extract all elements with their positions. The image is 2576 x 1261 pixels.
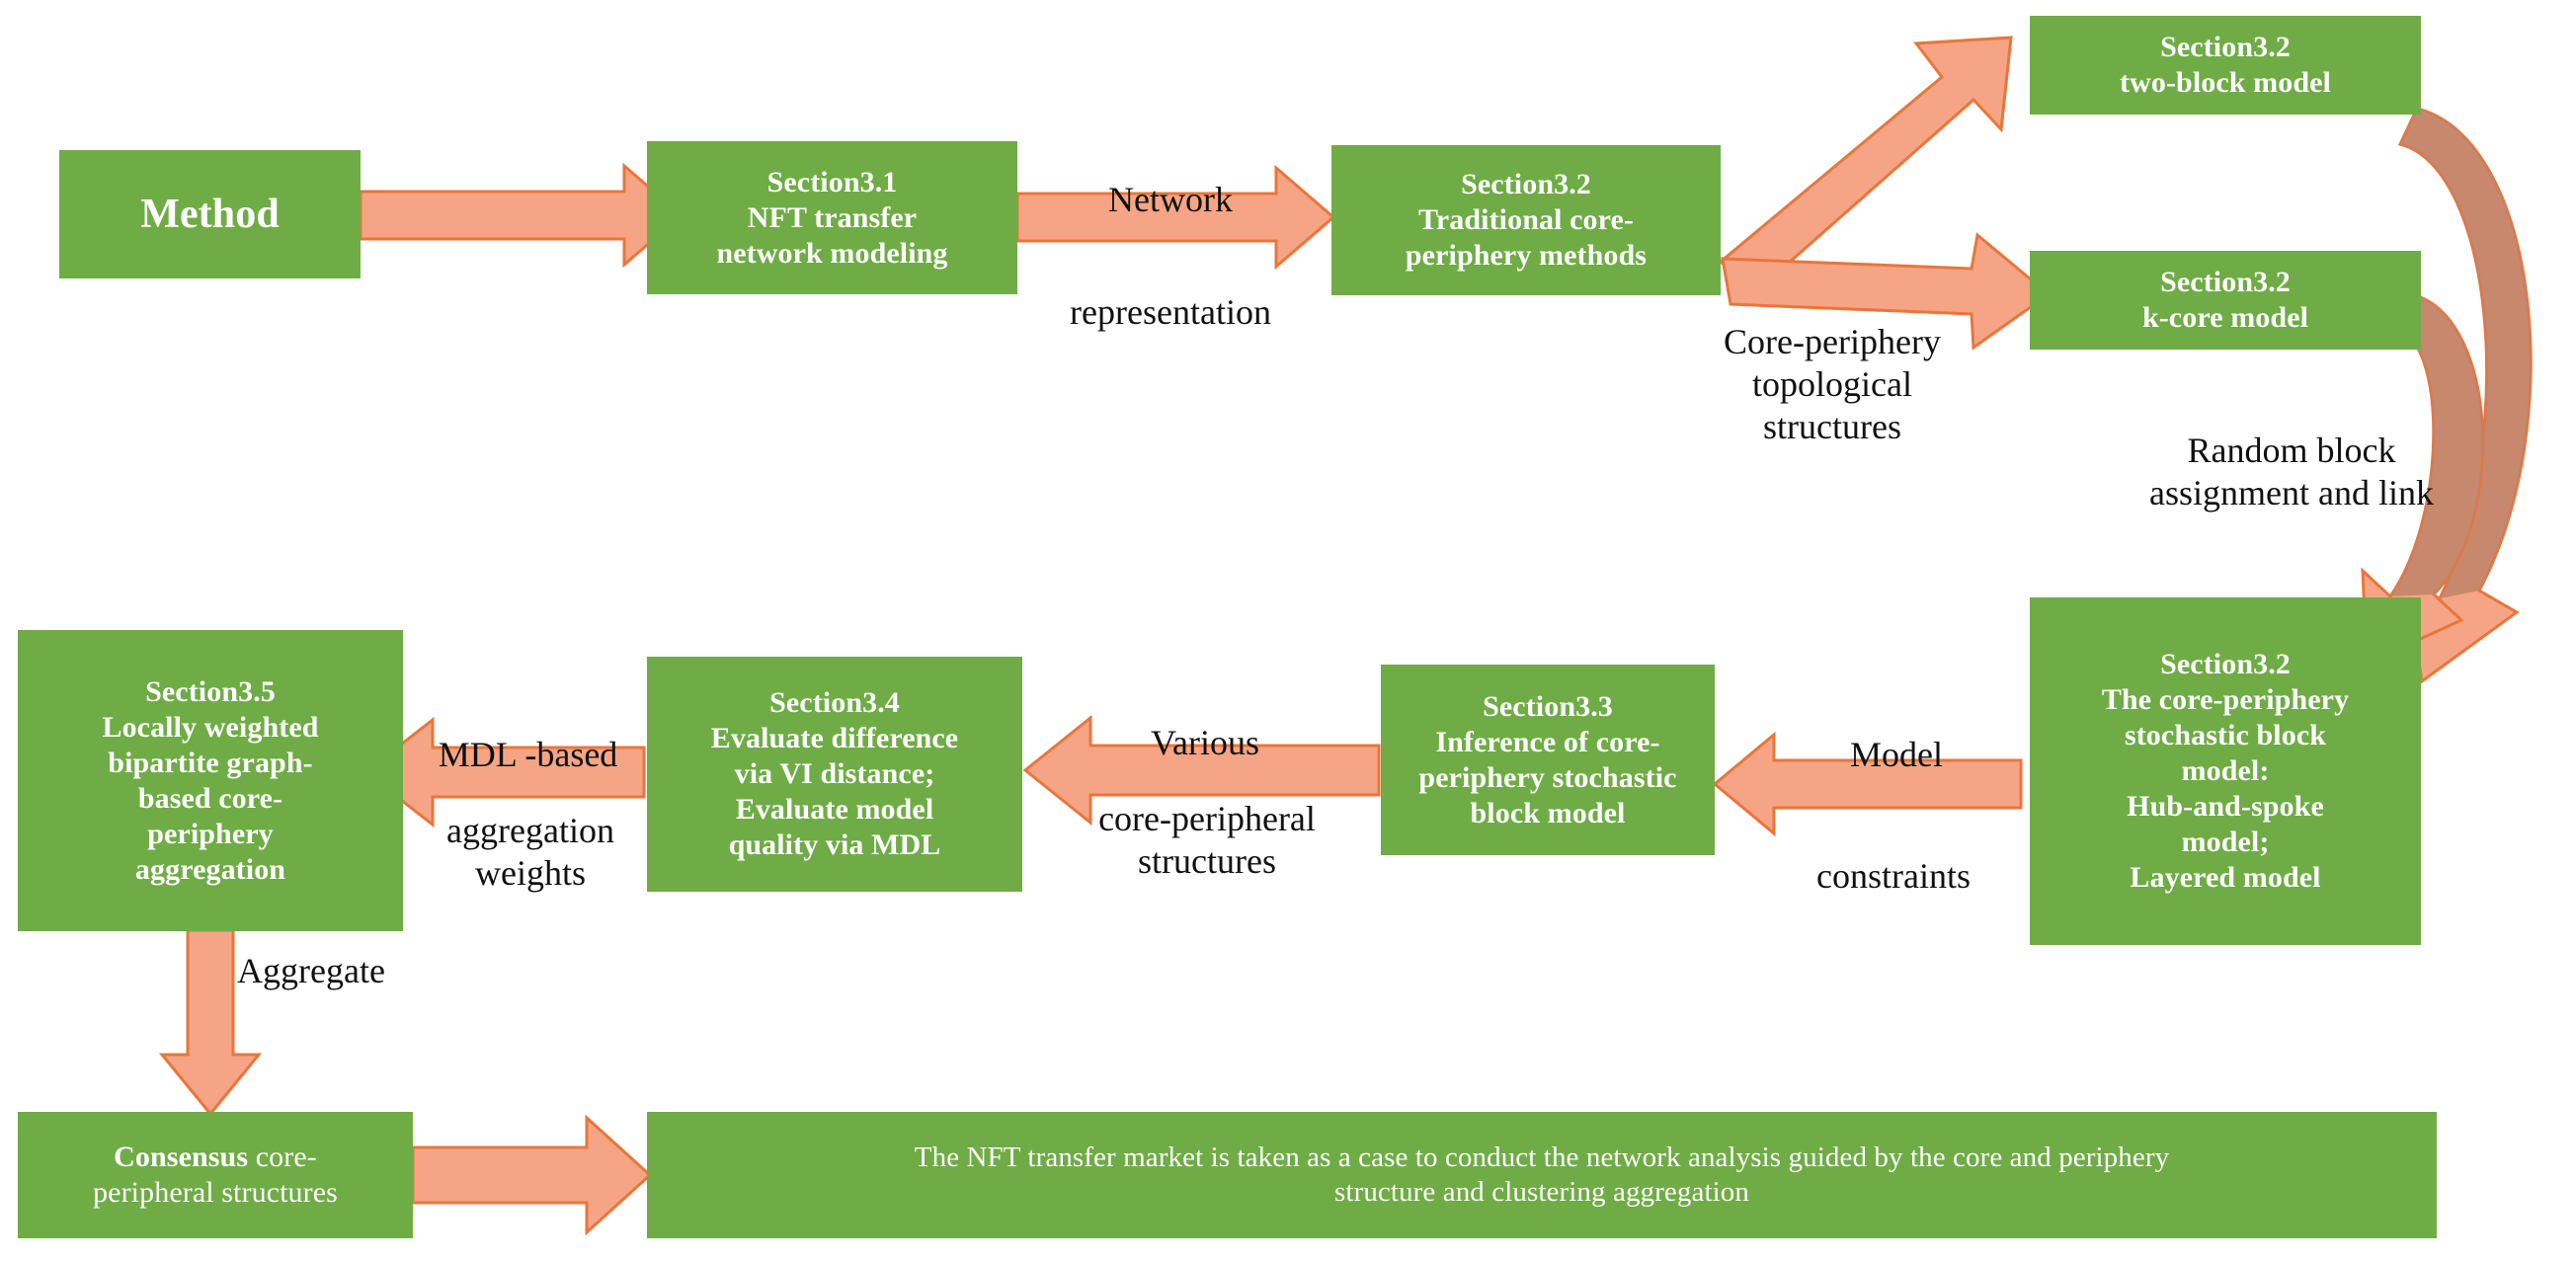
section-3-4-line-1: Section3.4 xyxy=(769,686,900,719)
consensus-line-1-rest: core- xyxy=(248,1141,317,1173)
section-3-5-line-4: based core- xyxy=(137,781,283,815)
arrow-method-to-section31 xyxy=(359,162,684,269)
sbm-line-6: model; xyxy=(2181,826,2270,858)
section-3-5-line-2: Locally weighted xyxy=(102,710,319,744)
case-study-line-2: structure and clustering aggregation xyxy=(1334,1176,1749,1208)
section-3-4-line-2: Evaluate difference xyxy=(710,722,959,754)
sbm-line-1: Section3.2 xyxy=(2160,648,2291,680)
edge-label-network-text: Network xyxy=(1108,180,1233,220)
section-3-4-line-5: quality via MDL xyxy=(728,828,941,861)
edge-label-constraints: constraints xyxy=(1760,813,2027,898)
edge-label-network: Network xyxy=(1037,136,1304,221)
section-3-2-stochastic-block-model-box[interactable]: Section3.2 The core-periphery stochastic… xyxy=(2030,597,2421,945)
arrow-consensus-to-case xyxy=(411,1114,653,1236)
k-core-line-1: Section3.2 xyxy=(2160,266,2291,298)
two-block-line-2: two-block model xyxy=(2120,66,2331,99)
section-3-5-line-1: Section3.5 xyxy=(145,674,276,708)
two-block-line-1: Section3.2 xyxy=(2160,31,2291,63)
edge-label-aggregate: Aggregate xyxy=(237,951,385,990)
section-3-2-traditional-line-2: Traditional core- xyxy=(1417,203,1635,236)
sbm-line-7: Layered model xyxy=(2130,861,2321,894)
edge-label-mdl-based-text: MDL -based xyxy=(438,735,618,775)
consensus-line-1: Consensus core- xyxy=(24,1140,407,1175)
sbm-line-3: stochastic block xyxy=(2124,719,2327,751)
consensus-line-2: peripheral structures xyxy=(93,1176,338,1209)
section-3-2-k-core-box[interactable]: Section3.2 k-core model xyxy=(2030,251,2421,350)
section-3-5-box[interactable]: Section3.5 Locally weighted bipartite gr… xyxy=(18,630,403,931)
edge-label-representation: representation xyxy=(1017,249,1324,334)
sbm-line-5: Hub-and-spoke xyxy=(2127,790,2324,823)
edge-label-model-text: Model xyxy=(1850,735,1943,775)
section-3-3-line-1: Section3.3 xyxy=(1483,689,1613,723)
method-box[interactable]: Method xyxy=(59,150,361,278)
edge-label-aggregation-weights: aggregation weights xyxy=(446,811,614,894)
section-3-5-line-6: aggregation xyxy=(134,852,286,886)
edge-label-various-text: Various xyxy=(1151,723,1259,763)
section-3-3-line-2: Inference of core- xyxy=(1435,725,1660,758)
section-3-1-line-1: Section3.1 xyxy=(766,165,898,198)
case-study-line-1: The NFT transfer market is taken as a ca… xyxy=(914,1142,2170,1174)
edge-label-various: Various xyxy=(1106,679,1304,764)
section-3-1-line-2: NFT transfer xyxy=(747,200,918,234)
section-3-5-line-5: periphery xyxy=(147,817,274,850)
section-3-4-line-4: Evaluate model xyxy=(735,793,934,826)
section-3-2-traditional-box[interactable]: Section3.2 Traditional core- periphery m… xyxy=(1331,145,1721,295)
edge-label-random-block-assignment: Random block assignment and link xyxy=(2149,431,2434,513)
section-3-3-line-3: periphery stochastic xyxy=(1418,760,1677,794)
edge-label-representation-text: representation xyxy=(1070,292,1271,333)
section-3-2-traditional-line-1: Section3.2 xyxy=(1461,168,1591,200)
consensus-structures-box[interactable]: Consensus core- peripheral structures xyxy=(18,1112,413,1238)
method-box-line-1: Method xyxy=(140,191,280,237)
k-core-line-2: k-core model xyxy=(2141,301,2309,334)
edge-label-core-periphery-topological-structures: Core-periphery topological structures xyxy=(1724,322,1941,447)
edge-label-core-peripheral-structures: core-peripheral structures xyxy=(1098,799,1316,882)
consensus-keyword: Consensus xyxy=(114,1141,249,1173)
arrow-two-block-to-sbm-curved xyxy=(2397,107,2533,684)
section-3-2-traditional-line-3: periphery methods xyxy=(1405,239,1648,272)
section-3-1-box[interactable]: Section3.1 NFT transfer network modeling xyxy=(647,141,1017,294)
edge-label-model: Model xyxy=(1788,691,2005,776)
section-3-4-box[interactable]: Section3.4 Evaluate difference via VI di… xyxy=(647,657,1022,892)
arrow-section32-to-two-block xyxy=(1718,36,2013,296)
edge-label-mdl-based: MDL -based xyxy=(407,691,649,776)
section-3-3-line-4: block model xyxy=(1470,796,1626,829)
section-3-3-box[interactable]: Section3.3 Inference of core- periphery … xyxy=(1381,665,1715,855)
case-study-box[interactable]: The NFT transfer market is taken as a ca… xyxy=(647,1112,2437,1238)
section-3-4-line-3: via VI distance; xyxy=(734,757,935,790)
edge-label-constraints-text: constraints xyxy=(1816,856,1971,897)
sbm-line-2: The core-periphery xyxy=(2101,683,2350,716)
section-3-5-line-3: bipartite graph- xyxy=(108,746,313,779)
section-3-1-line-3: network modeling xyxy=(716,236,948,270)
sbm-line-4: model: xyxy=(2181,754,2270,787)
section-3-2-two-block-box[interactable]: Section3.2 two-block model xyxy=(2030,16,2421,115)
